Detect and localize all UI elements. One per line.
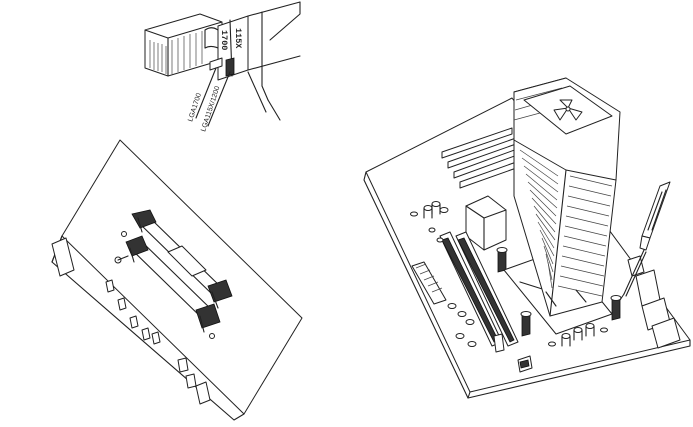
stamp-115x: 115X (233, 28, 243, 49)
backplate-ears (125, 209, 233, 329)
cooler-block-detail (144, 13, 223, 77)
mount-screws (496, 247, 622, 337)
pcie-slots (439, 231, 519, 347)
backplate (114, 209, 233, 339)
io-ports (627, 255, 681, 349)
tri-blade-logo (553, 99, 583, 121)
label-lga115x: LGA115X/1200 (200, 85, 221, 132)
dimm-slots (441, 127, 523, 189)
screwdriver-icon (619, 181, 671, 301)
capacitors (410, 201, 608, 347)
bracket-detail: 1700 115X LGA1700 LGA115X/1200 (144, 1, 301, 133)
motherboard-front (363, 77, 691, 399)
motherboard-backside (51, 139, 303, 421)
tower-heatsink (513, 77, 621, 317)
stamp-1700: 1700 (219, 30, 229, 50)
